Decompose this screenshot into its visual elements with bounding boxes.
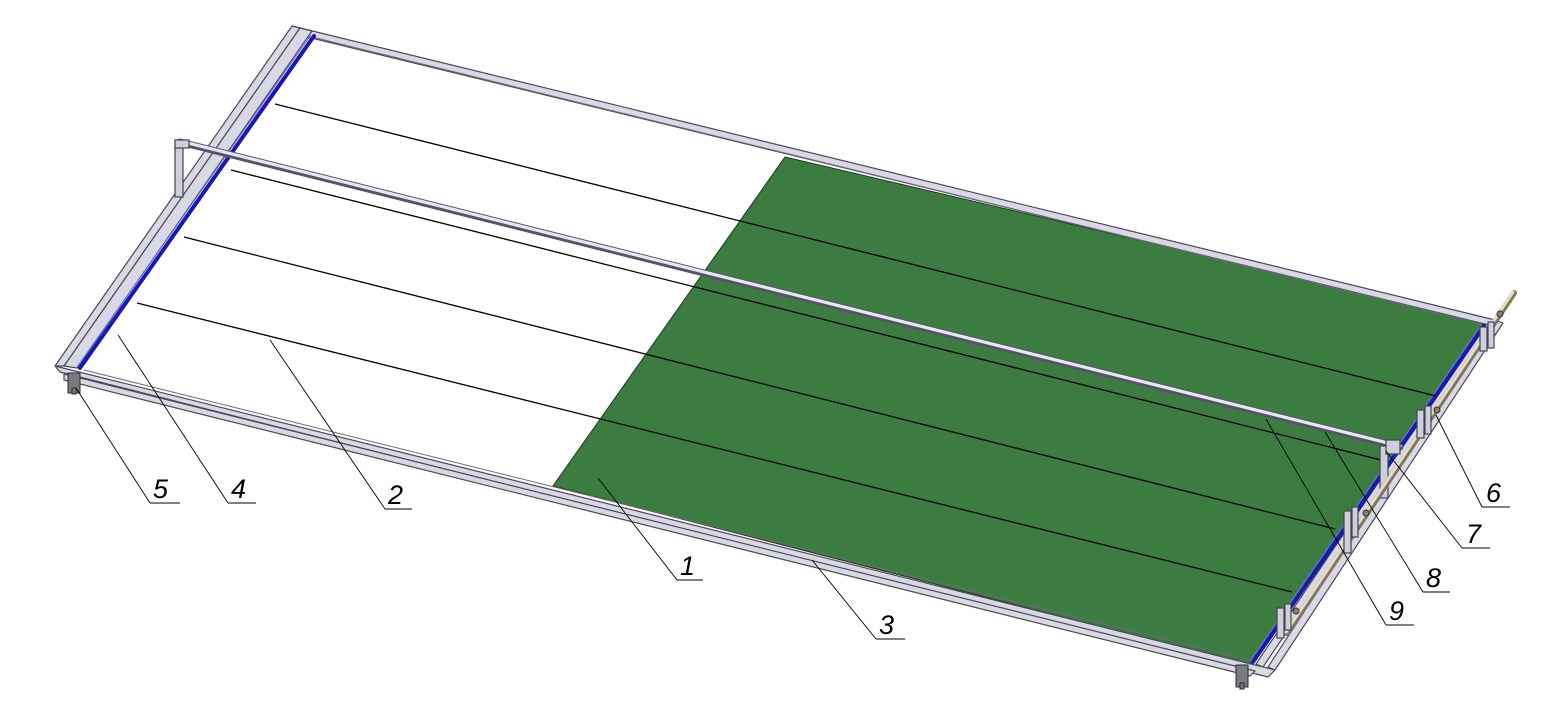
- cover-sheet: [552, 156, 1489, 666]
- shaft-brackets: [1276, 310, 1504, 639]
- bracket-3: [1343, 506, 1370, 554]
- rod-post-left: [174, 139, 190, 198]
- rod-post-right: [1379, 439, 1401, 499]
- callout-2: 2: [387, 480, 403, 510]
- bracket-2: [1416, 405, 1441, 439]
- callout-5: 5: [153, 474, 169, 504]
- cross-rod: [176, 138, 1404, 451]
- bracket-1: [1479, 310, 1504, 352]
- winding-shaft: [1284, 290, 1517, 636]
- callout-8: 8: [1426, 563, 1441, 593]
- foot-left: [67, 372, 81, 395]
- callout-7: 7: [1466, 519, 1482, 549]
- callout-4: 4: [231, 474, 246, 504]
- foot-right: [1235, 664, 1249, 690]
- tension-wires: [136, 103, 1437, 593]
- callout-6: 6: [1486, 478, 1502, 508]
- callout-9: 9: [1389, 596, 1404, 626]
- leader-lines: [75, 334, 1510, 640]
- blue-rail-left: [76, 34, 316, 370]
- callout-3: 3: [879, 610, 894, 640]
- callout-labels: 5 4 2 1 3 6 7 8 9: [153, 474, 1502, 640]
- callout-1: 1: [680, 551, 695, 581]
- bracket-4: [1276, 603, 1300, 639]
